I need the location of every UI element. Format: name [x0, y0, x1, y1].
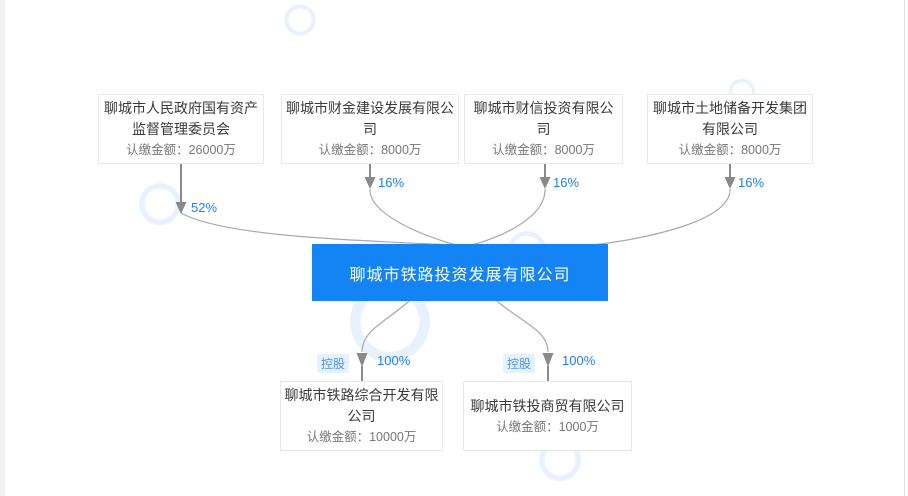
- subscribed-amount: 认缴金额：8000万: [678, 143, 782, 157]
- ownership-percent: 100%: [562, 353, 596, 368]
- shareholder-box[interactable]: 聊城市土地储备开发集团有限公司 认缴金额：8000万: [647, 94, 813, 164]
- holding-badge: 控股: [503, 354, 535, 373]
- subscribed-amount: 认缴金额：26000万: [126, 143, 236, 157]
- shareholder-box[interactable]: 聊城市财信投资有限公司 认缴金额：8000万: [464, 94, 623, 164]
- company-name: 聊城市财金建设发展有限公司: [286, 100, 454, 137]
- subscribed-amount: 认缴金额：1000万: [496, 419, 599, 434]
- company-name: 聊城市铁投商贸有限公司: [470, 397, 625, 414]
- subscribed-amount: 认缴金额：8000万: [318, 143, 422, 157]
- company-name: 聊城市人民政府国有资产监督管理委员会: [104, 100, 258, 137]
- focus-company-box[interactable]: 聊城市铁路投资发展有限公司: [312, 244, 608, 301]
- company-name: 聊城市土地储备开发集团有限公司: [653, 100, 807, 137]
- shareholder-box[interactable]: 聊城市财金建设发展有限公司 认缴金额：8000万: [281, 94, 459, 164]
- page-gutter: [0, 0, 5, 496]
- ownership-percent: 100%: [377, 353, 411, 368]
- ownership-percent: 16%: [553, 175, 580, 190]
- shareholder-box[interactable]: 聊城市人民政府国有资产监督管理委员会 认缴金额：26000万: [98, 94, 264, 164]
- company-name: 聊城市财信投资有限公司: [473, 100, 614, 137]
- subsidiary-box[interactable]: 聊城市铁投商贸有限公司 认缴金额：1000万: [463, 381, 632, 451]
- subscribed-amount: 认缴金额：8000万: [492, 143, 595, 157]
- company-name: 聊城市铁路综合开发有限公司: [284, 387, 439, 424]
- holding-badge: 控股: [317, 354, 349, 373]
- ownership-percent: 16%: [378, 175, 405, 190]
- panel-divider: [904, 0, 905, 496]
- ownership-percent: 52%: [191, 200, 218, 215]
- ownership-percent: 16%: [738, 175, 765, 190]
- subscribed-amount: 认缴金额：10000万: [306, 430, 417, 444]
- subsidiary-box[interactable]: 聊城市铁路综合开发有限公司 认缴金额：10000万: [280, 381, 443, 451]
